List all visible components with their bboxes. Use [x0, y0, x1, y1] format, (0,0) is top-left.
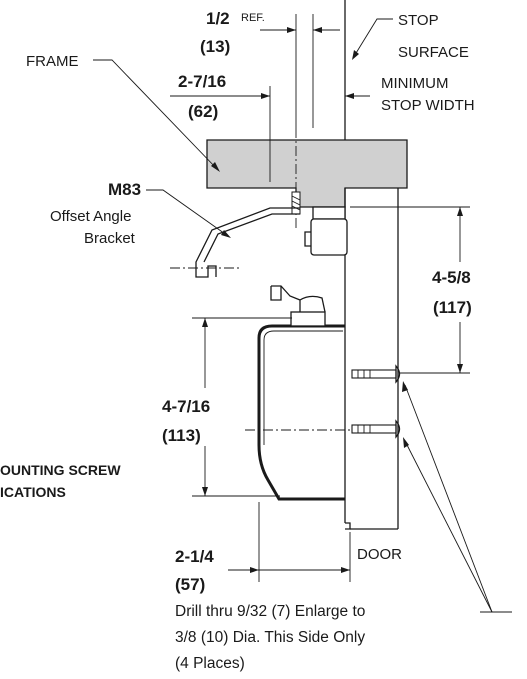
dim-bracket-height-inch: 4-5/8: [432, 268, 471, 287]
dim-bracket-height-mm: (117): [433, 298, 472, 317]
drill-note-line3: (4 Places): [175, 655, 245, 672]
dim-body-height-inch: 4-7/16: [162, 397, 210, 416]
dim-ref-suffix: REF.: [241, 12, 265, 24]
drill-leader-upper: [404, 384, 493, 613]
closer-body-inner: [263, 330, 343, 445]
label-mounting-2: ICATIONS: [0, 484, 66, 500]
dim-ref-inch: 1/2: [206, 9, 230, 28]
dim-offset-inch: 2-7/16: [178, 72, 226, 91]
label-bracket-2: Bracket: [84, 230, 136, 247]
offset-angle-bracket: [195, 207, 300, 278]
bracket-leader: [146, 189, 229, 237]
label-model: M83: [108, 180, 141, 199]
arm-pivot-cap: [304, 231, 311, 247]
dim-offset-mm: (62): [188, 102, 218, 121]
drill-note-line2: 3/8 (10) Dia. This Side Only: [175, 629, 365, 646]
closer-arm-stub-top: [270, 286, 282, 301]
dim-body-width-mm: (57): [175, 575, 205, 594]
frame-leader: [93, 59, 219, 171]
dim-body-width-inch: 2-1/4: [175, 547, 214, 566]
label-frame: FRAME: [26, 53, 79, 70]
stop-surface-leader: [352, 18, 393, 59]
mounting-screw-upper: [351, 364, 401, 384]
closer-arm-base: [290, 311, 326, 327]
closer-body: [257, 324, 345, 501]
label-min-stop-1: MINIMUM: [381, 75, 449, 92]
label-stop-2: SURFACE: [398, 44, 469, 61]
mounting-screw-lower: [351, 419, 401, 439]
drill-note-line1: Drill thru 9/32 (7) Enlarge to: [175, 603, 365, 620]
label-door: DOOR: [357, 546, 402, 563]
top-mount-block: [312, 206, 346, 220]
door-face: [350, 188, 399, 530]
dim-body-height-mm: (113): [162, 426, 201, 445]
label-stop-1: STOP: [398, 12, 439, 29]
arm-pivot: [310, 218, 348, 256]
frame-profile: [206, 139, 408, 208]
offset-angle-bracket-inner: [203, 213, 300, 263]
label-bracket-1: Offset Angle: [50, 208, 131, 225]
label-min-stop-2: STOP WIDTH: [381, 97, 475, 114]
dim-ref-mm: (13): [200, 37, 230, 56]
closer-arm-stub: [271, 285, 326, 313]
drill-leader-lower: [404, 440, 493, 613]
label-mounting-1: OUNTING SCREW: [0, 462, 121, 478]
